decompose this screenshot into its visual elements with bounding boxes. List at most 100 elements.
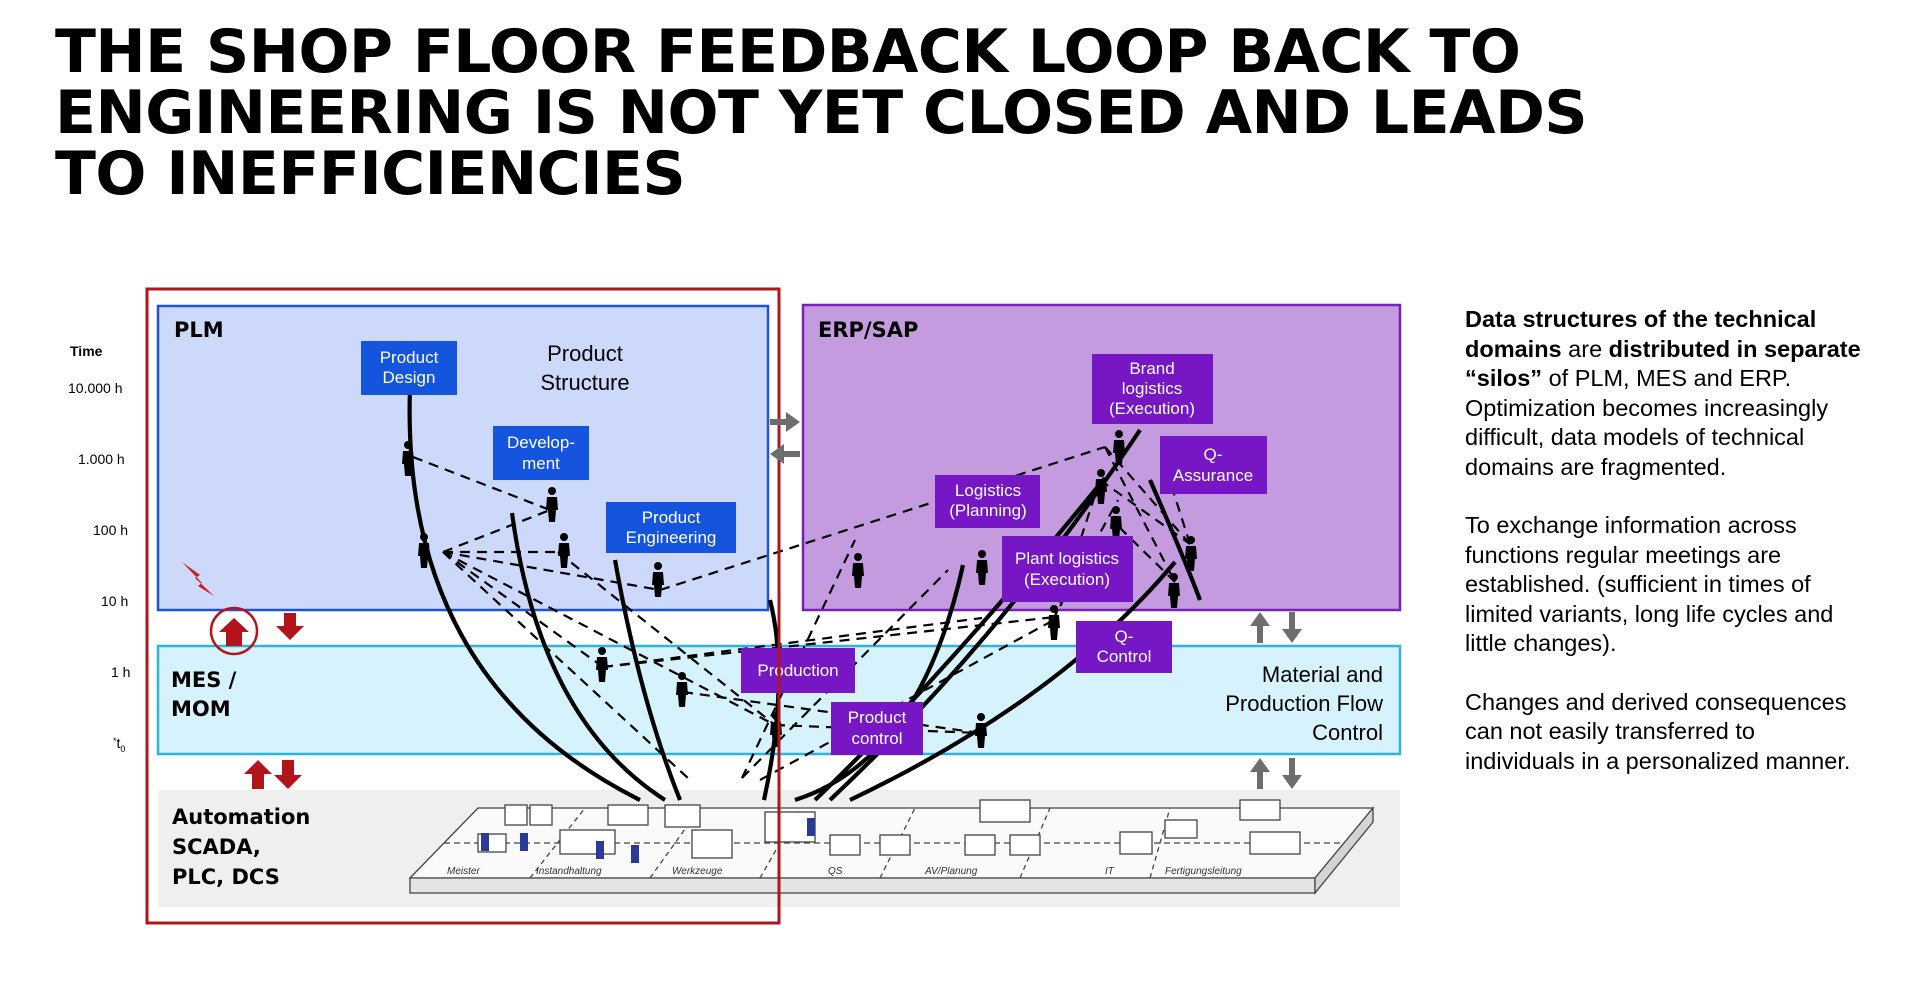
automation-label-line3: PLC, DCS xyxy=(172,865,280,889)
node-brand-logistics-line1: Brand xyxy=(1129,359,1174,378)
plm-label: PLM xyxy=(174,318,224,342)
node-brand-logistics-line3: (Execution) xyxy=(1109,399,1195,418)
explanation-bold-2: distributed in separate “silos” xyxy=(1465,335,1861,392)
time-tick-t0-text: t xyxy=(117,735,121,751)
gray-down-arrow-icon xyxy=(1282,612,1302,643)
material-flow-line3: Control xyxy=(1312,720,1383,745)
node-q-control-line2: Control xyxy=(1097,647,1152,666)
gray-right-arrow-icon xyxy=(770,412,800,432)
node-development xyxy=(493,426,589,480)
person-icon xyxy=(652,562,664,597)
time-tick-t0: *t0 xyxy=(113,735,125,754)
title-line-2: ENGINEERING IS NOT YET CLOSED AND LEADS xyxy=(55,78,1588,148)
node-brand-logistics xyxy=(1092,354,1213,424)
automation-label-line2: SCADA, xyxy=(172,835,261,859)
floor-section-werkzeuge: Werkzeuge xyxy=(672,866,723,877)
time-tick-100: 100 h xyxy=(93,522,128,538)
plm-nodes: Product Design Develop- ment Product Eng… xyxy=(361,341,736,553)
explanation-rest-1: of PLM, MES and ERP. Optimization become… xyxy=(1465,365,1829,480)
node-production xyxy=(741,648,855,693)
explanation-bold-1: Data structures of the technical domains xyxy=(1465,306,1817,362)
product-structure-line1: Product xyxy=(547,341,623,366)
automation-label-line1: Automation xyxy=(172,805,310,829)
node-q-control xyxy=(1076,621,1172,673)
person-icon xyxy=(976,550,988,585)
time-axis: Time 10.000 h 1.000 h 100 h 10 h 1 h *t0 xyxy=(68,343,130,754)
time-tick-10: 10 h xyxy=(101,593,128,609)
node-brand-logistics-line2: logistics xyxy=(1122,379,1182,398)
plm-silo xyxy=(156,304,770,612)
node-product-control xyxy=(831,702,923,755)
communication-lines xyxy=(412,445,1192,781)
time-tick-t0-sub: 0 xyxy=(120,744,125,754)
node-development-line2: ment xyxy=(522,454,560,473)
person-icon xyxy=(1110,506,1122,541)
page-title: THE SHOP FLOOR FEEDBACK LOOP BACK TO ENG… xyxy=(55,22,1835,205)
node-product-control-line1: Product xyxy=(848,708,907,727)
red-down-arrow-icon xyxy=(274,760,302,789)
person-icon xyxy=(975,713,987,748)
erp-label: ERP/SAP xyxy=(818,318,918,342)
floor-section-qs: QS xyxy=(828,866,843,877)
person-icon xyxy=(596,647,608,682)
title-line-1: THE SHOP FLOOR FEEDBACK LOOP BACK TO xyxy=(55,17,1521,87)
node-product-design-line1: Product xyxy=(380,348,439,367)
mes-label-line2: MOM xyxy=(171,697,231,721)
node-logistics-planning xyxy=(935,475,1040,528)
product-structure-line2: Structure xyxy=(540,370,629,395)
silo-diagram: Time 10.000 h 1.000 h 100 h 10 h 1 h *t0… xyxy=(68,287,1402,925)
person-icon xyxy=(1095,469,1107,504)
node-logistics-planning-line2: (Planning) xyxy=(949,501,1027,520)
time-tick-10000: 10.000 h xyxy=(68,380,123,396)
person-icon xyxy=(418,533,430,568)
time-tick-1: 1 h xyxy=(111,664,130,680)
node-product-engineering-line2: Engineering xyxy=(626,528,717,547)
person-icons xyxy=(402,430,1197,748)
material-flow-line1: Material and xyxy=(1262,662,1383,687)
plm-scope-frame xyxy=(145,287,781,925)
lightning-icon xyxy=(182,562,214,596)
person-icon xyxy=(852,553,864,588)
red-up-arrow-icon xyxy=(244,760,272,789)
node-logistics-planning-line1: Logistics xyxy=(955,481,1021,500)
person-icon xyxy=(1168,573,1180,608)
person-icon xyxy=(402,441,414,476)
time-tick-t0-prefix: * xyxy=(113,736,117,746)
floor-section-avplanung: AV/Planung xyxy=(924,866,978,877)
person-icon xyxy=(1113,430,1125,465)
node-plant-logistics-line1: Plant logistics xyxy=(1015,549,1119,568)
node-q-assurance xyxy=(1160,436,1267,494)
gray-left-arrow-icon xyxy=(770,444,800,464)
title-line-3: TO INEFFICIENCIES xyxy=(55,139,686,209)
floor-section-fertigungsleitung: Fertigungsleitung xyxy=(1165,866,1242,877)
gray-up-arrow-icon xyxy=(1250,758,1270,789)
node-plant-logistics-line2: (Execution) xyxy=(1024,570,1110,589)
node-product-control-line2: control xyxy=(851,729,902,748)
floor-section-labels: Meister Instandhaltung Werkzeuge QS AV/P… xyxy=(447,866,1242,877)
shop-floor-operators xyxy=(481,818,815,863)
node-q-assurance-line2: Assurance xyxy=(1173,466,1253,485)
gray-down-arrow-icon xyxy=(1282,758,1302,789)
person-icon xyxy=(676,672,688,707)
explanation-paragraph-3: Changes and derived consequences can not… xyxy=(1465,688,1851,774)
red-down-arrow-icon xyxy=(276,613,304,640)
time-axis-label: Time xyxy=(70,343,103,359)
gray-up-arrow-icon xyxy=(1250,612,1270,643)
feedback-warning-circle xyxy=(209,606,259,656)
node-q-control-line1: Q- xyxy=(1115,627,1134,646)
node-plant-logistics xyxy=(1002,536,1133,602)
person-icon xyxy=(546,487,558,522)
material-flow-line2: Production Flow xyxy=(1225,691,1383,716)
explanation-panel: Data structures of the technical domains… xyxy=(1465,305,1865,805)
person-icon xyxy=(1048,605,1060,640)
person-icon xyxy=(558,533,570,568)
node-product-design xyxy=(361,341,457,395)
floor-section-it: IT xyxy=(1105,866,1115,877)
explanation-paragraph-1: Data structures of the technical domains… xyxy=(1465,305,1865,482)
node-q-assurance-line1: Q- xyxy=(1204,445,1223,464)
mes-label-line1: MES / xyxy=(171,668,237,692)
explanation-paragraph-2: To exchange information across functions… xyxy=(1465,512,1834,656)
person-icon xyxy=(1185,536,1197,571)
node-development-line1: Develop- xyxy=(507,433,575,452)
node-product-design-line2: Design xyxy=(383,368,436,387)
